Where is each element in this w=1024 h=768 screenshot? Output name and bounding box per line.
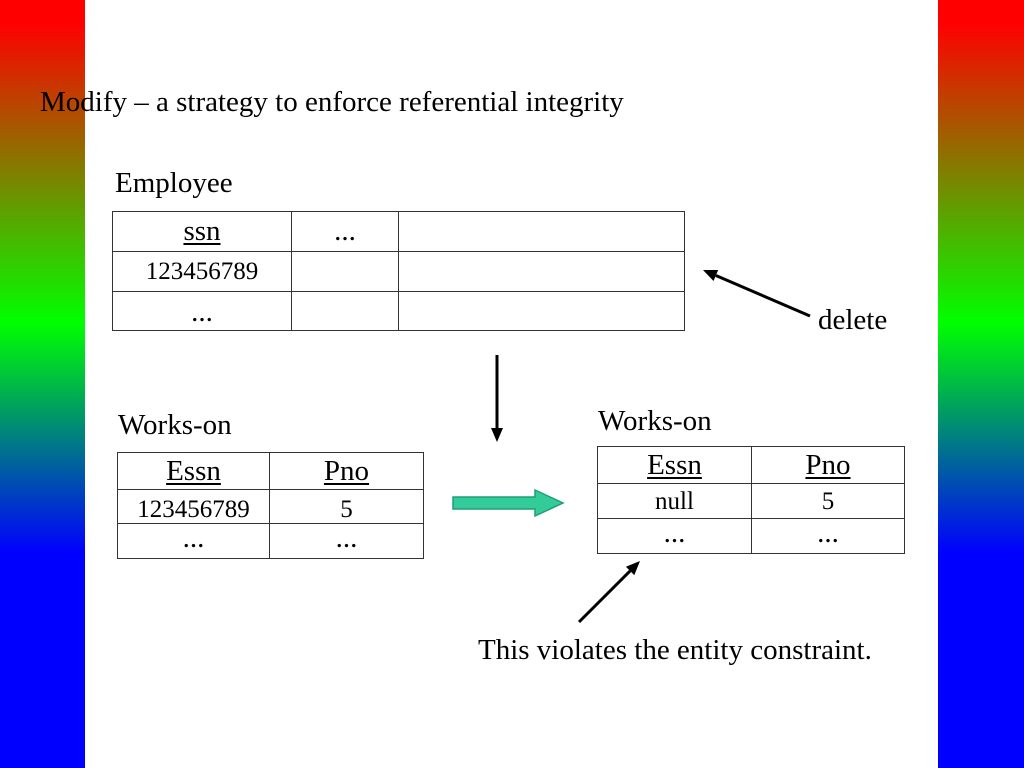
violation-note: This violates the entity constraint.	[478, 634, 872, 666]
table-cell: ...	[269, 523, 424, 559]
column-header-essn: Essn	[647, 448, 702, 481]
table-row: ssn ...	[112, 211, 685, 252]
table-cell: ...	[751, 518, 905, 554]
table-cell: 5	[269, 489, 424, 524]
column-header-essn: Essn	[166, 454, 221, 487]
table-cell: ...	[112, 291, 292, 331]
table-cell: null	[597, 483, 752, 519]
delete-label: delete	[818, 304, 888, 336]
table-cell: Essn	[597, 446, 752, 484]
employee-table-label: Employee	[115, 167, 233, 199]
table-cell	[398, 291, 685, 331]
column-header-ssn: ssn	[183, 215, 221, 247]
table-row: Essn Pno	[597, 446, 905, 484]
left-gradient-bar	[0, 0, 85, 768]
violation-pointer-arrow-icon	[577, 561, 640, 624]
works-on-before-table: Essn Pno 123456789 5 ... ...	[117, 452, 424, 559]
table-row: null 5	[597, 483, 905, 519]
column-header-pno: Pno	[323, 454, 370, 487]
down-arrow-icon	[491, 355, 503, 442]
table-cell: Essn	[117, 452, 270, 490]
column-header-pno: Pno	[805, 448, 851, 481]
table-cell: 5	[751, 483, 905, 519]
slide-title: Modify – a strategy to enforce referenti…	[40, 86, 624, 118]
right-gradient-bar	[938, 0, 1024, 768]
table-row: 123456789 5	[117, 489, 424, 524]
transition-arrow-icon	[452, 488, 565, 518]
table-row: ...	[112, 291, 685, 331]
delete-pointer-arrow-icon	[703, 270, 811, 318]
table-cell: 123456789	[117, 489, 270, 524]
works-on-before-label: Works-on	[118, 409, 232, 441]
table-cell: Pno	[751, 446, 905, 484]
works-on-after-table: Essn Pno null 5 ... ...	[597, 446, 905, 554]
table-row: ... ...	[117, 523, 424, 559]
works-on-after-label: Works-on	[598, 405, 712, 437]
employee-table: ssn ... 123456789 ...	[112, 211, 685, 331]
table-row: ... ...	[597, 518, 905, 554]
